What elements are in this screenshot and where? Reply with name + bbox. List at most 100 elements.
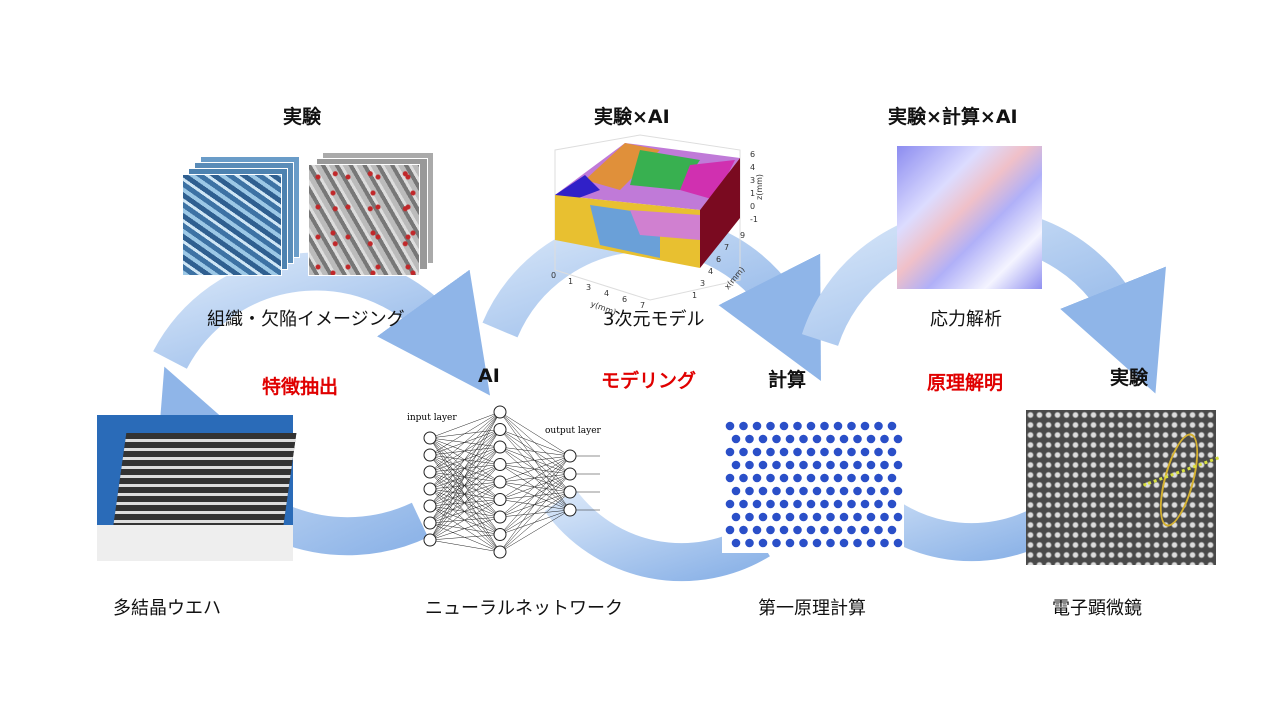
atom <box>860 447 870 457</box>
atom <box>739 421 748 431</box>
atom <box>725 447 735 457</box>
atom <box>860 473 870 483</box>
atom <box>860 421 870 431</box>
atom <box>766 421 775 431</box>
atom <box>812 486 822 496</box>
atom <box>793 421 802 431</box>
atom <box>887 473 897 483</box>
atom <box>847 421 856 431</box>
atom <box>799 538 808 548</box>
atom <box>826 434 835 444</box>
atom <box>806 525 816 535</box>
atom <box>725 473 735 483</box>
atom <box>826 512 835 522</box>
atom <box>745 460 754 470</box>
atom <box>766 525 775 535</box>
atom <box>893 512 903 522</box>
heading-ai: AI <box>478 365 500 387</box>
atom <box>839 460 849 470</box>
atom <box>752 421 762 431</box>
atom <box>779 473 789 483</box>
atom <box>766 499 775 509</box>
atom <box>826 486 835 496</box>
atom <box>745 512 754 522</box>
atom <box>812 460 822 470</box>
atom <box>880 460 889 470</box>
atom <box>847 447 856 457</box>
heading-experiment-ai: 実験×AI <box>594 106 670 128</box>
atom <box>847 473 856 483</box>
caption-microscope: 電子顕微鏡 <box>1052 598 1142 619</box>
caption-wafer: 多結晶ウエハ <box>113 598 221 619</box>
atom <box>739 447 748 457</box>
atom <box>731 434 741 444</box>
atom <box>758 460 768 470</box>
atom <box>820 525 829 535</box>
atom <box>772 538 781 548</box>
atom <box>758 538 768 548</box>
atom <box>752 499 762 509</box>
atom <box>758 434 768 444</box>
atom <box>793 473 802 483</box>
atom <box>866 538 876 548</box>
atom <box>887 421 897 431</box>
atom <box>820 473 829 483</box>
atom <box>779 447 789 457</box>
atom <box>731 538 741 548</box>
arrow-loop-1-top <box>153 252 491 396</box>
atom <box>874 499 883 509</box>
atom <box>731 486 741 496</box>
atom <box>772 434 781 444</box>
atom <box>833 447 843 457</box>
atom <box>745 486 754 496</box>
atom <box>785 460 795 470</box>
process-principle: 原理解明 <box>927 372 1004 394</box>
atom <box>806 421 816 431</box>
caption-stress: 応力解析 <box>930 309 1002 330</box>
process-modeling: モデリング <box>601 370 697 392</box>
atom-lattice <box>725 421 903 548</box>
atom <box>772 486 781 496</box>
caption-first-principles: 第一原理計算 <box>758 598 866 619</box>
first-principles-image <box>722 418 904 553</box>
atom <box>793 447 802 457</box>
atom <box>779 525 789 535</box>
atom <box>752 447 762 457</box>
atom <box>739 473 748 483</box>
atom <box>752 473 762 483</box>
atom <box>866 460 876 470</box>
atom <box>893 486 903 496</box>
atom <box>772 512 781 522</box>
heading-calc: 計算 <box>768 369 807 391</box>
atom <box>853 486 862 496</box>
atom <box>731 512 741 522</box>
caption-nn: ニューラルネットワーク <box>425 598 623 619</box>
atom <box>833 473 843 483</box>
caption-3d-model: 3次元モデル <box>603 309 705 330</box>
atom <box>880 512 889 522</box>
atom <box>752 525 762 535</box>
atom <box>893 460 903 470</box>
atom <box>860 499 870 509</box>
atom <box>725 499 735 509</box>
atom <box>887 525 897 535</box>
atom <box>833 499 843 509</box>
atom <box>766 473 775 483</box>
atom <box>866 434 876 444</box>
atom <box>853 434 862 444</box>
heading-experiment-calc-ai: 実験×計算×AI <box>888 106 1018 128</box>
atom <box>739 525 748 535</box>
atom <box>826 460 835 470</box>
atom <box>779 421 789 431</box>
atom <box>853 460 862 470</box>
atom <box>874 525 883 535</box>
atom <box>799 434 808 444</box>
heading-experiment-2: 実験 <box>1110 367 1149 389</box>
atom <box>874 421 883 431</box>
atom <box>772 460 781 470</box>
atom <box>874 473 883 483</box>
atom <box>785 538 795 548</box>
atom <box>779 499 789 509</box>
atom <box>820 447 829 457</box>
atom <box>853 538 862 548</box>
